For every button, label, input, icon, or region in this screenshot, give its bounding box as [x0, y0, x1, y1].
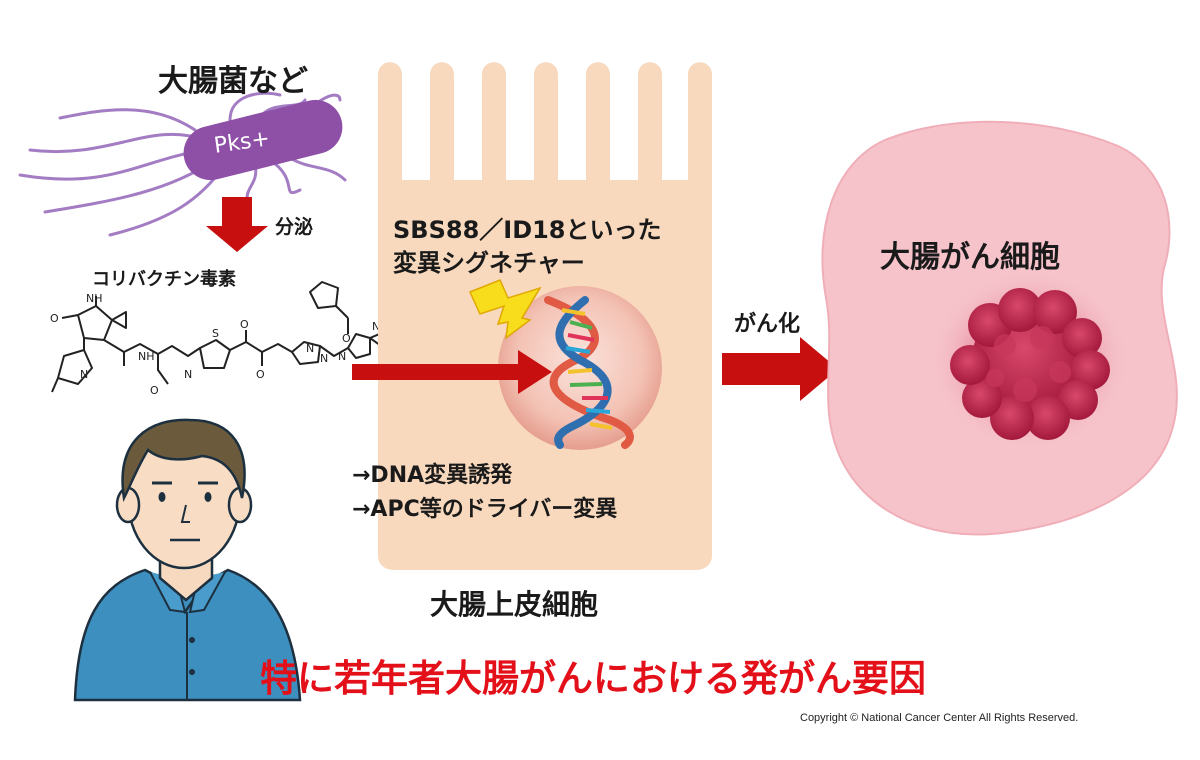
- svg-text:NH: NH: [86, 292, 103, 305]
- headline: 特に若年者大腸がんにおける発がん要因: [260, 657, 926, 700]
- toxin-name: コリバクチン毒素: [92, 269, 236, 290]
- colibactin-atom-labels: NH O N NH O S N O O N N N O N: [50, 292, 380, 397]
- toxin-to-dna-arrow: [352, 350, 552, 394]
- dna-helix-icon: [544, 296, 634, 449]
- svg-text:N: N: [338, 350, 346, 363]
- secretion-label: 分泌: [275, 216, 314, 238]
- svg-text:N: N: [320, 352, 328, 365]
- effect-dna-mutagenesis: →DNA変異誘発: [352, 463, 513, 488]
- effect-driver-mutation: →APC等のドライバー変異: [352, 497, 618, 522]
- lightning-bolt-icon: [468, 279, 542, 340]
- svg-text:O: O: [256, 368, 265, 381]
- cancer-cell-label: 大腸がん細胞: [880, 240, 1060, 275]
- svg-text:S: S: [212, 327, 219, 340]
- svg-text:O: O: [342, 332, 351, 345]
- svg-text:N: N: [372, 320, 380, 333]
- nucleus: [498, 286, 662, 450]
- colibactin-structure-icon: [51, 281, 385, 393]
- epithelial-cell-caption: 大腸上皮細胞: [430, 588, 599, 621]
- bacteria-title: 大腸菌など: [158, 64, 308, 99]
- svg-text:O: O: [150, 384, 159, 397]
- svg-text:N: N: [80, 368, 88, 381]
- copyright-notice: Copyright © National Cancer Center All R…: [800, 712, 1079, 724]
- svg-text:O: O: [50, 312, 59, 325]
- svg-text:NH: NH: [138, 350, 155, 363]
- secretion-arrow: [206, 197, 268, 252]
- mutation-signature-line2: 変異シグネチャー: [393, 249, 585, 277]
- transformation-label: がん化: [734, 312, 801, 337]
- transformation-arrow: [722, 337, 838, 401]
- person-illustration: [73, 418, 302, 702]
- mutation-signature-line1: SBS88／ID18といった: [393, 216, 662, 244]
- tumor-mass-icon: [950, 288, 1110, 440]
- bacterium-icon: [18, 91, 347, 237]
- svg-text:N: N: [306, 342, 314, 355]
- svg-text:O: O: [240, 318, 249, 331]
- svg-text:N: N: [184, 368, 192, 381]
